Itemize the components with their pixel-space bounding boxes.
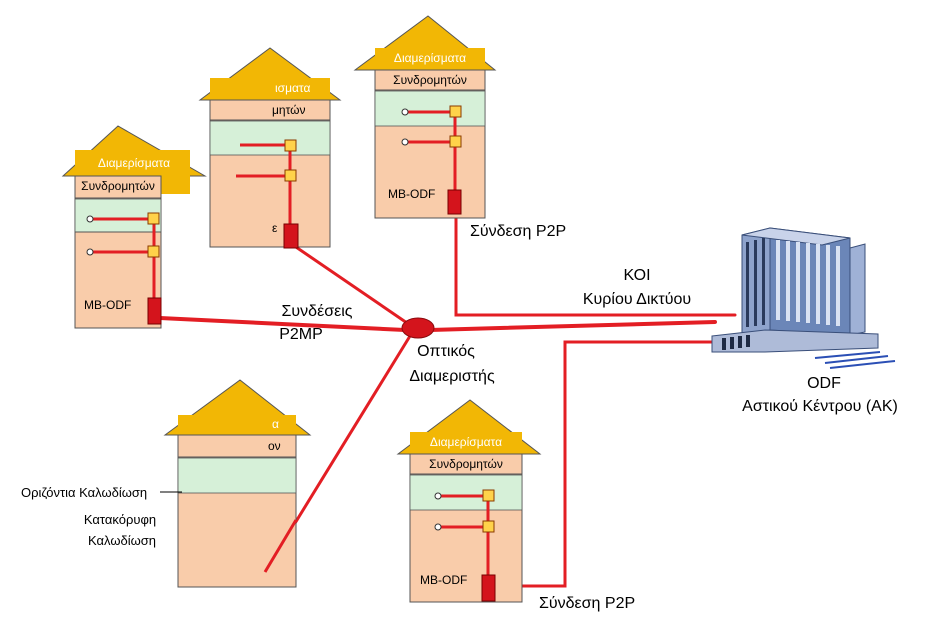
outlet-icon — [434, 492, 442, 500]
mb-odf-box — [447, 189, 462, 215]
house-left: Διαμερίσματα Συνδρομητών MB-ODF — [61, 125, 207, 329]
house-bottom-right: Διαμερίσματα Συνδρομητών MB-ODF — [396, 399, 542, 603]
roof-label-2: Συνδρομητών — [81, 179, 155, 193]
outlet-icon — [86, 215, 94, 223]
splitter-label-2: Διαμεριστής — [409, 368, 495, 385]
roof-band — [178, 415, 296, 435]
house-bottom-left: α ον — [160, 379, 312, 588]
house-mid-top: ισματα μητών ε — [198, 47, 342, 249]
connector-icon — [284, 169, 297, 182]
vertical-cabling-label-1: Κατακόρυφη — [84, 512, 156, 527]
p2mp-cable-left — [158, 316, 407, 332]
floor-green — [409, 474, 523, 511]
connector-icon — [147, 212, 160, 225]
roof-band — [210, 78, 330, 100]
outlet-icon — [434, 523, 442, 531]
roof-lower — [209, 99, 331, 121]
floor-green — [177, 457, 297, 494]
p2mp-cable-mid — [291, 243, 412, 327]
roof-band — [375, 48, 485, 70]
splitter-label-1: Οπτικός — [417, 343, 475, 360]
floor-green — [74, 198, 162, 233]
roof-label-1: Διαμερίσματα — [394, 51, 466, 65]
roof-label-1: α — [272, 417, 279, 431]
exchange-building-icon — [711, 227, 896, 369]
roof-label-2: ον — [268, 439, 281, 453]
p2p-cable-bottom — [488, 340, 727, 588]
connector-icon — [482, 520, 495, 533]
backbone-cable — [428, 320, 717, 332]
p2p-label-top: Σύνδεση P2P — [470, 223, 566, 240]
p2p-label-bottom: Σύνδεση P2P — [539, 595, 635, 612]
house-top-right: Διαμερίσματα Συνδρομητών MB-ODF — [353, 15, 497, 219]
odf-label: ε — [272, 221, 278, 235]
odf-label: MB-ODF — [388, 187, 435, 201]
roof-label-1: Διαμερίσματα — [430, 435, 502, 449]
floor-green — [209, 120, 331, 156]
odf-exchange-label-2: Αστικού Κέντρου (ΑΚ) — [742, 398, 898, 415]
odf-label: MB-ODF — [84, 298, 131, 312]
horizontal-cabling-label: Οριζόντια Καλωδίωση — [21, 485, 147, 500]
connector-icon — [482, 489, 495, 502]
connector-icon — [284, 139, 297, 152]
optical-splitter — [401, 317, 435, 339]
roof-label-2: Συνδρομητών — [429, 457, 503, 471]
koi-label-2: Κυρίου Δικτύου — [583, 291, 691, 308]
connector-icon — [449, 135, 462, 148]
roof-label-2: μητών — [272, 103, 306, 117]
outlet-icon — [401, 108, 409, 116]
outlet-icon — [86, 248, 94, 256]
mb-odf-box — [481, 574, 496, 602]
riser-cable-bottom-left — [263, 519, 298, 573]
floor-green — [374, 90, 486, 127]
odf-exchange-label-1: ODF — [807, 375, 841, 392]
p2mp-label-2: P2MP — [279, 326, 323, 343]
mb-odf-box — [147, 297, 162, 325]
connector-icon — [147, 245, 160, 258]
p2p-cable-top — [454, 208, 737, 317]
roof-label-2: Συνδρομητών — [393, 73, 467, 87]
roof-band — [410, 432, 522, 454]
outlet-icon — [401, 138, 409, 146]
connector-icon — [449, 105, 462, 118]
odf-label: MB-ODF — [420, 573, 467, 587]
koi-label-1: ΚΟΙ — [623, 267, 650, 284]
mb-odf-box — [283, 223, 299, 249]
roof-label-1: ισματα — [275, 81, 310, 95]
roof-label-1: Διαμερίσματα — [98, 156, 170, 170]
vertical-cabling-label-2: Καλωδίωση — [88, 533, 156, 548]
p2mp-label-1: Συνδέσεις — [282, 303, 353, 320]
